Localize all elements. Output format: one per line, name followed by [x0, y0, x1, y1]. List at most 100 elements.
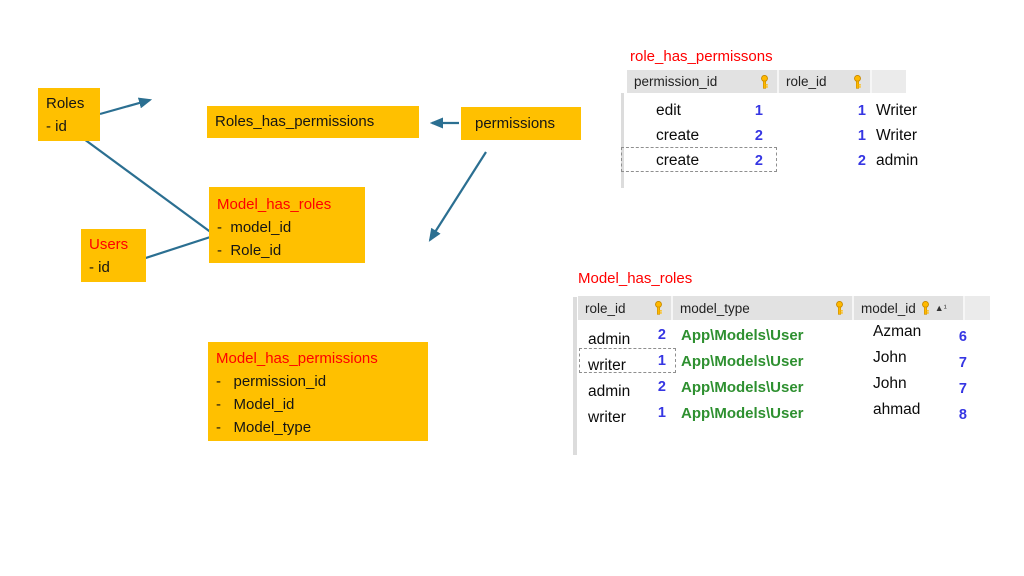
cell-value-model-type: App\Models\User: [681, 352, 804, 370]
table-row: create 2 2 admin: [627, 148, 927, 173]
entity-title-roles: Roles: [46, 95, 85, 112]
cell-value-role-id: 2: [657, 327, 666, 343]
table2-header-row: role_id model_type model_id: [578, 296, 990, 320]
cell-value-role-id: 1: [657, 405, 666, 421]
cell-model-type[interactable]: App\Models\User: [673, 374, 854, 400]
entity-title-roles-has-permissions: Roles_has_permissions: [215, 113, 375, 130]
cell-model-type[interactable]: App\Models\User: [673, 322, 854, 348]
column-header-role-id[interactable]: role_id: [779, 70, 872, 93]
cell-value-model-id: 7: [958, 355, 967, 371]
entity-field-roles-id: - id: [46, 118, 67, 135]
entity-box-roles-has-permissions[interactable]: Roles_has_permissions: [207, 106, 419, 138]
annotation-role-name: writer: [588, 409, 626, 426]
annotation-user-name: Azman: [873, 323, 922, 340]
key-icon: [655, 301, 662, 315]
key-icon: [836, 301, 843, 315]
key-icon: [921, 301, 929, 315]
cell-permission-id[interactable]: create 2: [627, 148, 779, 173]
table-title-role-has-permissons: role_has_permissons: [630, 48, 773, 65]
entity-field-model-type: - Model_type: [216, 419, 312, 436]
annotation-permission-name: create: [656, 126, 700, 144]
entity-box-permissions[interactable]: permissions: [461, 107, 581, 140]
cell-model-type[interactable]: App\Models\User: [673, 348, 854, 374]
cell-value-permission-id: 2: [754, 152, 763, 169]
annotation-role-name: writer: [588, 357, 626, 374]
column-header-empty: [965, 296, 990, 320]
annotation-role-name: Writer: [876, 126, 918, 144]
cell-value-permission-id: 2: [754, 127, 763, 144]
cell-value-model-id: 7: [958, 381, 967, 397]
entity-box-roles[interactable]: Roles - id: [38, 88, 100, 141]
cell-role-id[interactable]: writer 1: [578, 400, 673, 426]
table2-left-edge: [573, 297, 577, 455]
entity-title-model-has-permissions: Model_has_permissions: [216, 350, 378, 367]
table-row: create 2 1 Writer: [627, 123, 927, 148]
cell-role-id[interactable]: writer 1: [578, 348, 673, 374]
arrow-permissions-down: [428, 151, 487, 242]
cell-model-type[interactable]: App\Models\User: [673, 400, 854, 426]
annotation-permission-name: create: [656, 151, 700, 169]
cell-value-role-id: 1: [857, 127, 866, 144]
table-title-model-has-roles: Model_has_roles: [578, 270, 693, 287]
cell-value-role-id: 1: [657, 353, 666, 369]
table1-header-row: permission_id role_id: [627, 70, 906, 93]
column-header-permission-id[interactable]: permission_id: [627, 70, 779, 93]
column-label-model-id: model_id: [861, 300, 916, 316]
entity-box-users[interactable]: Users - id: [81, 229, 146, 282]
table-row: writer 1 App\Models\User ahmad 8: [578, 400, 990, 426]
entity-box-model-has-permissions[interactable]: Model_has_permissions - permission_id - …: [208, 342, 428, 441]
entity-title-model-has-roles: Model_has_roles: [217, 196, 332, 213]
annotation-user-name: ahmad: [873, 401, 921, 418]
annotation-role-name: Writer: [876, 101, 918, 119]
table1-left-edge: [621, 93, 624, 188]
annotation-role-name: admin: [588, 331, 631, 348]
entity-field-permission-id: - permission_id: [216, 373, 327, 390]
annotation-user-name: John: [873, 349, 907, 366]
cell-model-id[interactable]: John 7: [854, 348, 967, 374]
annotation-permission-name: edit: [656, 101, 681, 119]
key-icon: [854, 74, 861, 89]
key-icon: [761, 74, 768, 89]
cell-role-id[interactable]: 2: [779, 148, 872, 173]
cell-role-id[interactable]: 1: [779, 123, 872, 148]
entity-title-users: Users: [89, 236, 129, 253]
annotation-role-name: admin: [588, 383, 631, 400]
cell-permission-id[interactable]: create 2: [627, 123, 779, 148]
cell-model-id[interactable]: ahmad 8: [854, 400, 967, 426]
arrow-roles-out: [99, 97, 153, 116]
cell-value-role-id: 2: [657, 379, 666, 395]
cell-value-model-type: App\Models\User: [681, 326, 804, 344]
entity-title-permissions: permissions: [475, 115, 556, 132]
column-label-permission-id: permission_id: [634, 74, 718, 89]
table-row: writer 1 App\Models\User John 7: [578, 348, 990, 374]
annotation-role-name: admin: [876, 151, 919, 169]
cell-model-id[interactable]: John 7: [854, 374, 967, 400]
cell-value-permission-id: 1: [754, 102, 763, 119]
table-row: admin 2 App\Models\User Azman 6: [578, 322, 990, 348]
column-header-role-id[interactable]: role_id: [578, 296, 673, 320]
entity-field-model-id: - model_id: [217, 219, 292, 236]
cell-value-model-id: 6: [958, 329, 967, 345]
entity-box-model-has-roles[interactable]: Model_has_roles - model_id - Role_id: [209, 187, 365, 263]
sort-ascending-icon[interactable]: ▲¹: [934, 303, 947, 313]
selected-cell-outline: [621, 147, 777, 172]
cell-permission-id[interactable]: edit 1: [627, 98, 779, 123]
cell-value-role-id: 1: [857, 102, 866, 119]
column-label-model-type: model_type: [680, 300, 750, 316]
cell-role-id[interactable]: 1: [779, 98, 872, 123]
entity-field-role-id: - Role_id: [217, 242, 282, 259]
cell-model-id[interactable]: Azman 6: [854, 322, 967, 348]
cell-value-model-type: App\Models\User: [681, 378, 804, 396]
column-header-model-type[interactable]: model_type: [673, 296, 854, 320]
cell-role-id[interactable]: admin 2: [578, 374, 673, 400]
table-row: admin 2 App\Models\User John 7: [578, 374, 990, 400]
column-label-role-id: role_id: [585, 300, 626, 316]
entity-field-model-id2: - Model_id: [216, 396, 295, 413]
entity-field-users-id: - id: [89, 259, 110, 276]
cell-value-role-id: 2: [857, 152, 866, 169]
column-header-model-id[interactable]: model_id ▲¹: [854, 296, 965, 320]
cell-role-id[interactable]: admin 2: [578, 322, 673, 348]
column-header-empty: [872, 70, 906, 93]
column-label-role-id: role_id: [786, 74, 827, 89]
